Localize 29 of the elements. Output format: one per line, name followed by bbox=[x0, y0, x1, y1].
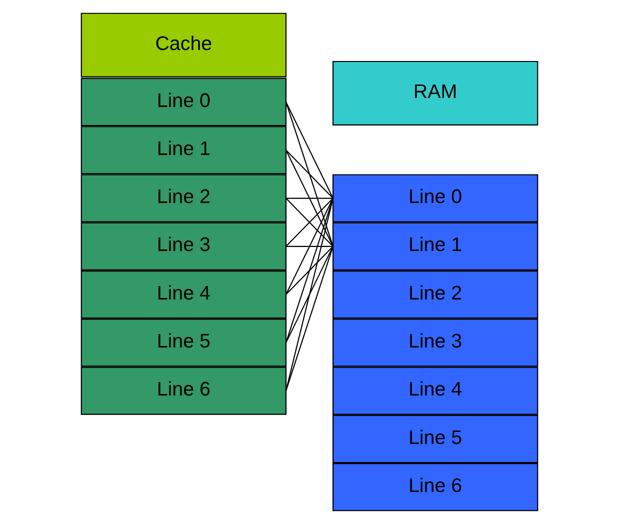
node-box: Line 2 bbox=[332, 270, 538, 318]
connector bbox=[284, 101, 334, 246]
connector bbox=[285, 197, 333, 198]
node-box: Line 5 bbox=[332, 414, 538, 463]
connector bbox=[284, 198, 334, 390]
connector bbox=[284, 101, 334, 198]
node-box: Cache bbox=[80, 12, 286, 77]
node-box: RAM bbox=[332, 60, 538, 126]
node-box: Line 2 bbox=[80, 174, 286, 222]
connector bbox=[285, 245, 333, 246]
node-box: Line 1 bbox=[80, 126, 286, 174]
connector bbox=[284, 246, 334, 390]
connector bbox=[284, 198, 334, 294]
node-box: Line 3 bbox=[332, 318, 538, 366]
node-box: Line 3 bbox=[80, 222, 286, 270]
connector bbox=[285, 246, 333, 294]
connector bbox=[285, 149, 333, 198]
connector bbox=[284, 198, 334, 342]
node-box: Line 4 bbox=[332, 366, 538, 414]
connector bbox=[284, 149, 334, 246]
node-box: Line 0 bbox=[80, 77, 286, 126]
node-box: Line 6 bbox=[332, 462, 538, 511]
connector bbox=[284, 246, 334, 342]
node-box: Line 0 bbox=[332, 174, 538, 222]
node-box: Line 5 bbox=[80, 318, 286, 366]
node-box: Line 4 bbox=[80, 270, 286, 318]
node-box: Line 6 bbox=[80, 366, 286, 414]
connector bbox=[285, 197, 333, 246]
node-box: Line 1 bbox=[332, 222, 538, 270]
